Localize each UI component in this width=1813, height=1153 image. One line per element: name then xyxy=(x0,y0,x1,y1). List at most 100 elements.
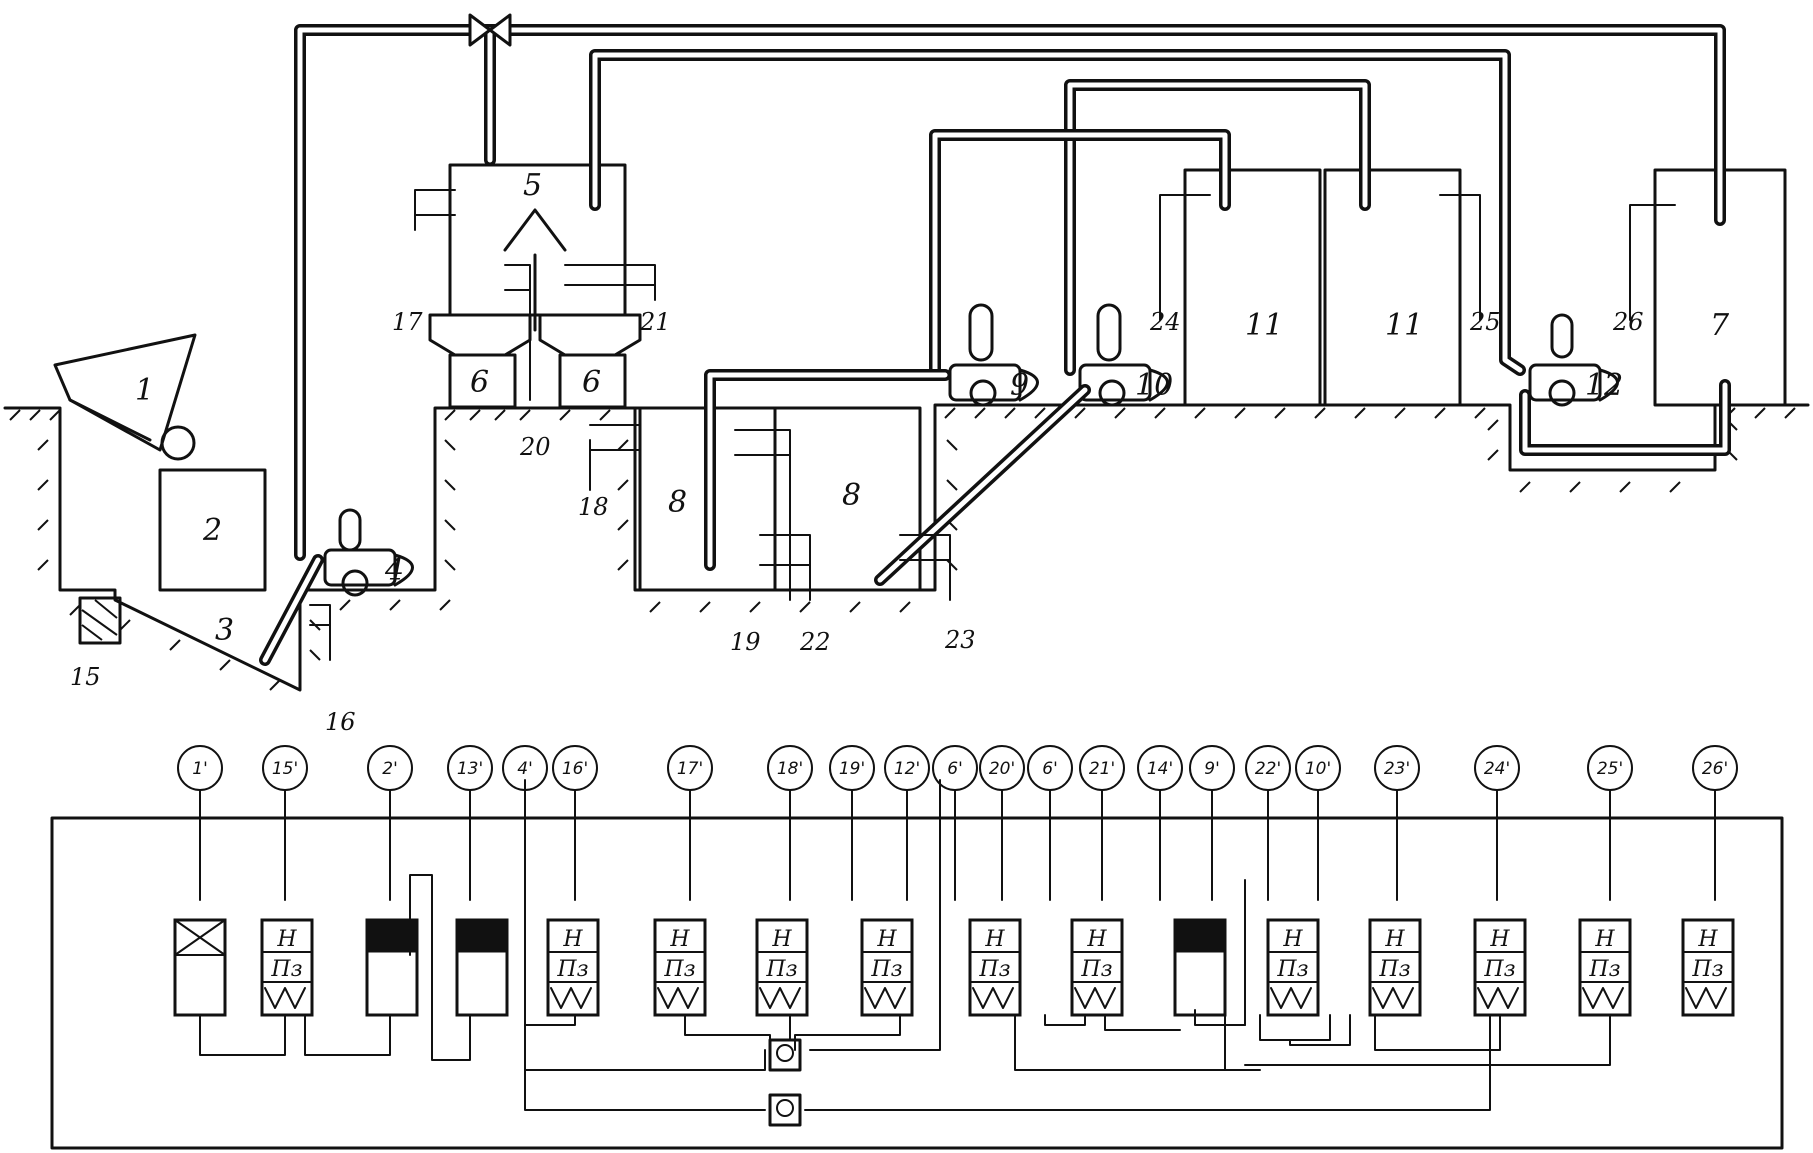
label-8-left: 8 xyxy=(668,485,687,520)
control-tag-label: 25' xyxy=(1597,759,1623,779)
control-tag-label: 22' xyxy=(1255,759,1281,779)
tank-5: 5 xyxy=(448,163,627,332)
label-20: 20 xyxy=(519,433,551,461)
pipelines xyxy=(259,13,1731,666)
label-21: 21 xyxy=(639,308,671,336)
control-tag-label: 1' xyxy=(192,759,208,779)
device-label-upper: Н xyxy=(984,927,1005,952)
device-black-top xyxy=(456,919,508,953)
control-tag-circle xyxy=(829,745,875,791)
control-tag-label: 21' xyxy=(1089,759,1115,779)
bin-1: 1 xyxy=(53,333,197,461)
label-26: 26 xyxy=(1612,308,1644,336)
pump-12: 12 xyxy=(1528,313,1623,407)
device-label-lower: Пз xyxy=(1378,957,1410,982)
label-4: 4 xyxy=(384,553,404,588)
label-11-left: 11 xyxy=(1245,308,1283,343)
device-label-upper: Н xyxy=(1594,927,1615,952)
control-tag-circle xyxy=(884,745,930,791)
device-label-lower: Пз xyxy=(765,957,797,982)
label-11-right: 11 xyxy=(1385,308,1423,343)
control-panel xyxy=(50,816,1784,1150)
control-tag-circle xyxy=(552,745,598,791)
device-black-top xyxy=(366,919,418,953)
control-tag: 21' xyxy=(1079,745,1125,901)
control-tag-label: 24' xyxy=(1484,759,1510,779)
device-label-lower: Пз xyxy=(556,957,588,982)
control-tag-label: 6' xyxy=(947,759,963,779)
device-triangles xyxy=(550,987,592,1009)
label-12: 12 xyxy=(1585,368,1623,403)
control-tag-circle xyxy=(447,745,493,791)
device-label-lower: Пз xyxy=(978,957,1010,982)
device-triangles xyxy=(759,987,801,1009)
label-18: 18 xyxy=(578,493,609,521)
device-triangles xyxy=(1582,987,1624,1009)
control-tag-label: 2' xyxy=(382,759,398,779)
control-tag-circle xyxy=(1474,745,1520,791)
control-device: Н Пз xyxy=(968,918,1022,1017)
control-tag-circle xyxy=(767,745,813,791)
control-tag: 19' xyxy=(829,745,875,901)
label-10: 10 xyxy=(1135,368,1173,403)
device-cross-box xyxy=(174,919,226,956)
control-tag-label: 26' xyxy=(1702,759,1728,779)
device-label-lower: Пз xyxy=(663,957,695,982)
label-7: 7 xyxy=(1710,308,1730,343)
device-label-upper: Н xyxy=(1489,927,1510,952)
label-23: 23 xyxy=(944,626,976,654)
control-tag: 2' xyxy=(367,745,413,901)
device-triangles xyxy=(657,987,699,1009)
control-tag: 20' xyxy=(979,745,1025,901)
control-tag-label: 14' xyxy=(1147,759,1173,779)
tanks-11: 11 11 xyxy=(1183,168,1462,407)
label-15: 15 xyxy=(70,663,101,691)
device-label-lower: Пз xyxy=(1483,957,1515,982)
control-tag-circle xyxy=(1027,745,1073,791)
label-24: 24 xyxy=(1149,308,1181,336)
control-tag-circle xyxy=(667,745,713,791)
device-label-lower: Пз xyxy=(1588,957,1620,982)
control-tag: 22' xyxy=(1245,745,1291,901)
label-2: 2 xyxy=(202,513,222,548)
device-label-lower: Пз xyxy=(270,957,302,982)
label-6-right: 6 xyxy=(582,365,601,400)
device-cross xyxy=(174,919,226,956)
pump-10: 10 xyxy=(1078,303,1173,407)
control-tag: 13' xyxy=(447,745,493,901)
control-device xyxy=(365,918,419,1017)
signal-wiring xyxy=(199,779,1611,1127)
device-triangles xyxy=(1270,987,1312,1009)
device-label-lower: Пз xyxy=(870,957,902,982)
control-tag-circle xyxy=(1245,745,1291,791)
control-device: НПз xyxy=(653,918,707,1017)
control-tag-circle xyxy=(262,745,308,791)
label-8-right: 8 xyxy=(842,478,861,513)
pump-9: 9 xyxy=(948,303,1039,407)
control-tag-circle xyxy=(1587,745,1633,791)
control-device: НПз xyxy=(1368,918,1422,1017)
control-tag-label: 15' xyxy=(272,759,298,779)
label-6-left: 6 xyxy=(470,365,489,400)
control-device xyxy=(1173,918,1227,1017)
control-device: Н Пз xyxy=(860,918,914,1017)
control-tag-circle xyxy=(177,745,223,791)
control-tag: 25' xyxy=(1587,745,1633,901)
control-tag-circle xyxy=(932,745,978,791)
control-device: НПз xyxy=(1266,918,1320,1017)
pump-4: 4 xyxy=(323,508,414,597)
control-tag-label: 16' xyxy=(562,759,588,779)
device-label-upper: Н xyxy=(771,927,792,952)
control-tag-circle xyxy=(1079,745,1125,791)
device-label-upper: Н xyxy=(1086,927,1107,952)
control-tag: 17' xyxy=(667,745,713,901)
control-tag: 6' xyxy=(932,745,978,901)
control-tags: 1'15'2'13'4'16'17'18'19'12'6'20'6'21'14'… xyxy=(177,745,1738,901)
label-1: 1 xyxy=(135,373,154,408)
control-tag: 24' xyxy=(1474,745,1520,901)
device-label-upper: Н xyxy=(876,927,897,952)
label-16: 16 xyxy=(325,708,356,736)
control-tag-circle xyxy=(367,745,413,791)
pit-3: 3 xyxy=(78,596,234,648)
control-tag-circle xyxy=(1189,745,1235,791)
